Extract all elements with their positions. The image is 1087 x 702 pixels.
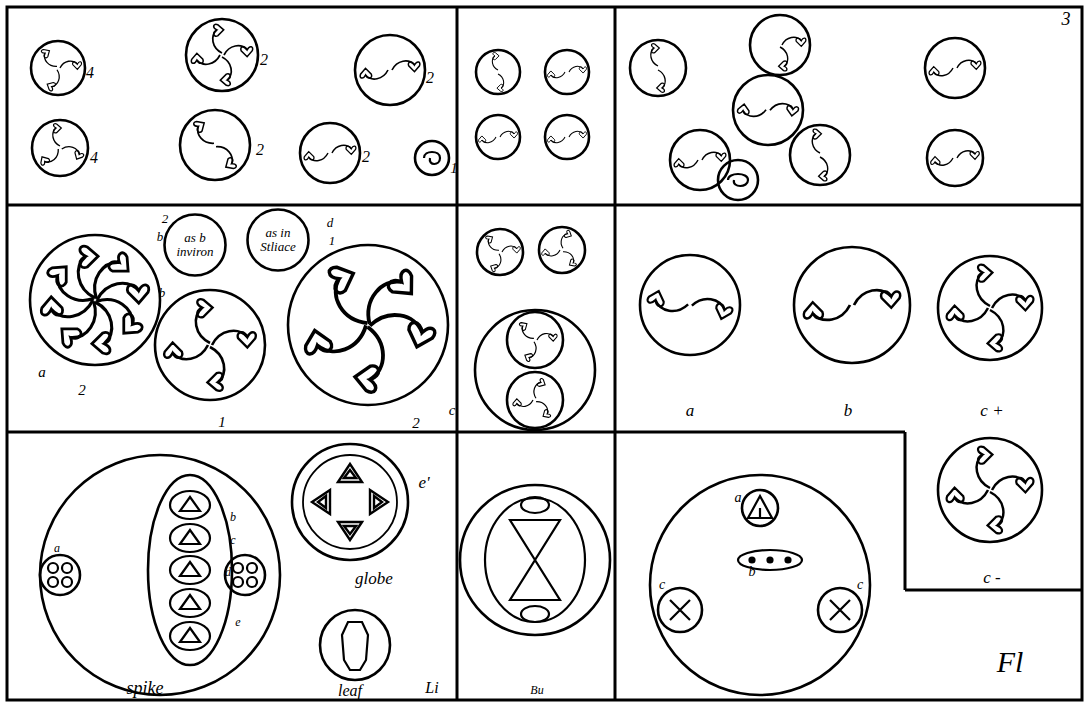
- figure-label: b: [230, 511, 236, 523]
- figure-label: c: [857, 578, 863, 592]
- figure-label: 4: [86, 65, 94, 81]
- figure-label: leaf: [338, 683, 362, 699]
- figure-label: c +: [980, 402, 1003, 419]
- figure-label: a: [686, 402, 695, 419]
- figure-label: e: [235, 616, 240, 628]
- figure-label: 2: [260, 52, 268, 68]
- figure-label: 2: [412, 416, 420, 431]
- figure-label: c -: [983, 569, 1000, 586]
- circle-note: as b inviron: [173, 231, 217, 258]
- figure-label: b: [749, 565, 756, 579]
- figure-label: 2: [162, 212, 169, 225]
- figure-label: 2: [362, 149, 370, 165]
- figure-label: 1: [329, 234, 336, 247]
- figure-label: c: [659, 578, 665, 592]
- figure-label: Bu: [530, 684, 543, 696]
- figure-label: Fl: [997, 647, 1024, 677]
- figure-label: 3: [1062, 10, 1071, 28]
- figure-label: Li: [425, 680, 438, 696]
- figure-label: d: [327, 216, 334, 229]
- text-circle: as in Stliace: [246, 208, 310, 272]
- figure-label: b: [159, 286, 166, 299]
- circle-note: as in Stliace: [256, 226, 300, 253]
- figure-label: e': [418, 474, 429, 491]
- figure-label: a: [54, 542, 60, 554]
- figure-label: b: [157, 230, 164, 243]
- figure-label: a: [38, 365, 46, 380]
- figure-label: 2: [78, 383, 86, 398]
- figure-label: d: [225, 566, 231, 578]
- figure-label: 1: [218, 415, 226, 430]
- figure-label: 2: [426, 70, 434, 86]
- figure-label: c: [230, 534, 235, 546]
- figure-label: c: [449, 403, 456, 418]
- figure-label: 2: [256, 142, 264, 158]
- text-circle: as b inviron: [163, 213, 227, 277]
- figure-label: b: [844, 402, 853, 419]
- figure-label: 4: [90, 150, 98, 166]
- figure-label: 1: [450, 161, 458, 176]
- figure-label: globe: [355, 570, 393, 587]
- figure-label: spike: [127, 679, 164, 697]
- figure-label: a: [735, 491, 742, 505]
